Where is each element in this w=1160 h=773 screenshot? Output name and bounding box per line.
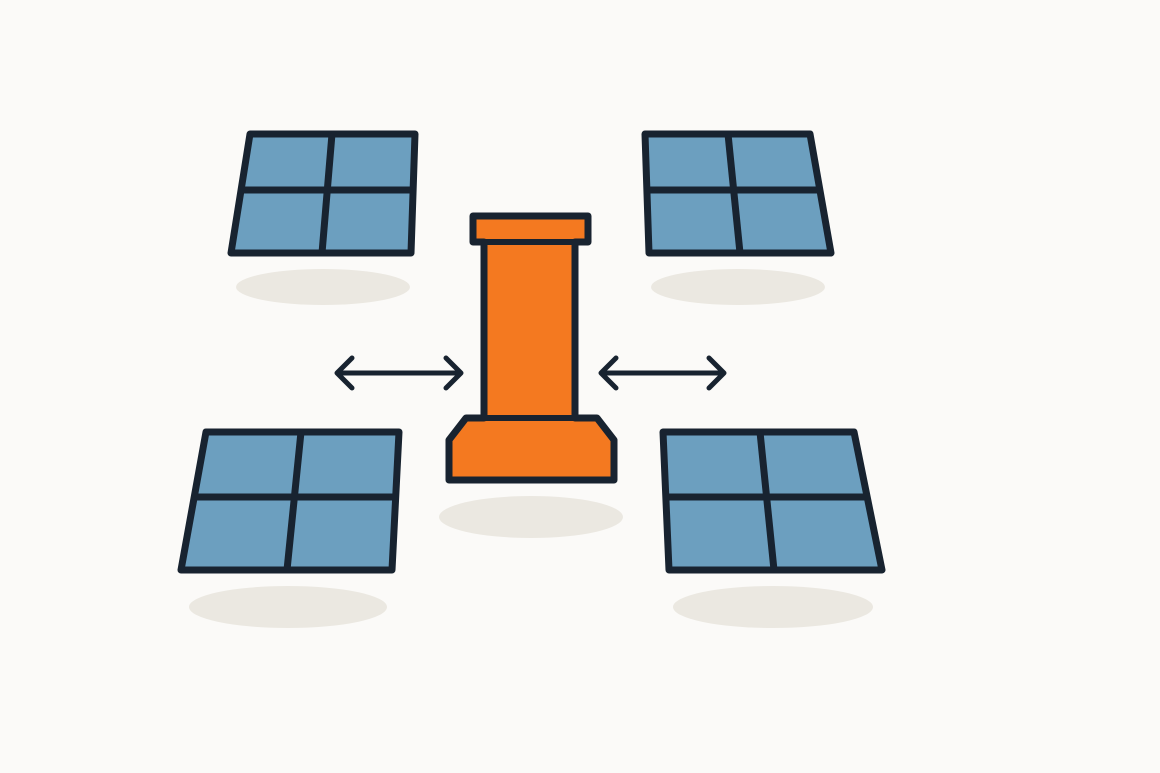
double-arrow-icon <box>334 355 464 391</box>
ground-shadows <box>189 269 873 628</box>
central-pillar <box>445 212 618 484</box>
solar-panel-icon <box>659 428 886 574</box>
arrow-left <box>334 355 464 391</box>
arrow-right <box>598 355 727 391</box>
pillar-icon <box>445 212 618 484</box>
shadow-top-right-panel <box>651 269 825 305</box>
solar-panel-bottom-right <box>659 428 886 574</box>
shadow-bottom-left-panel <box>189 586 387 628</box>
solar-panel-top-left <box>227 130 419 257</box>
solar-panel-bottom-left <box>177 428 403 574</box>
shadow-top-left-panel <box>236 269 410 305</box>
double-arrow-icon <box>598 355 727 391</box>
solar-panel-icon <box>177 428 403 574</box>
shadow-bottom-right-panel <box>673 586 873 628</box>
panel-divider-vertical <box>756 431 778 571</box>
panel-divider-vertical <box>283 431 305 571</box>
solar-panel-top-right <box>641 130 835 257</box>
shadow-pillar <box>439 496 623 538</box>
